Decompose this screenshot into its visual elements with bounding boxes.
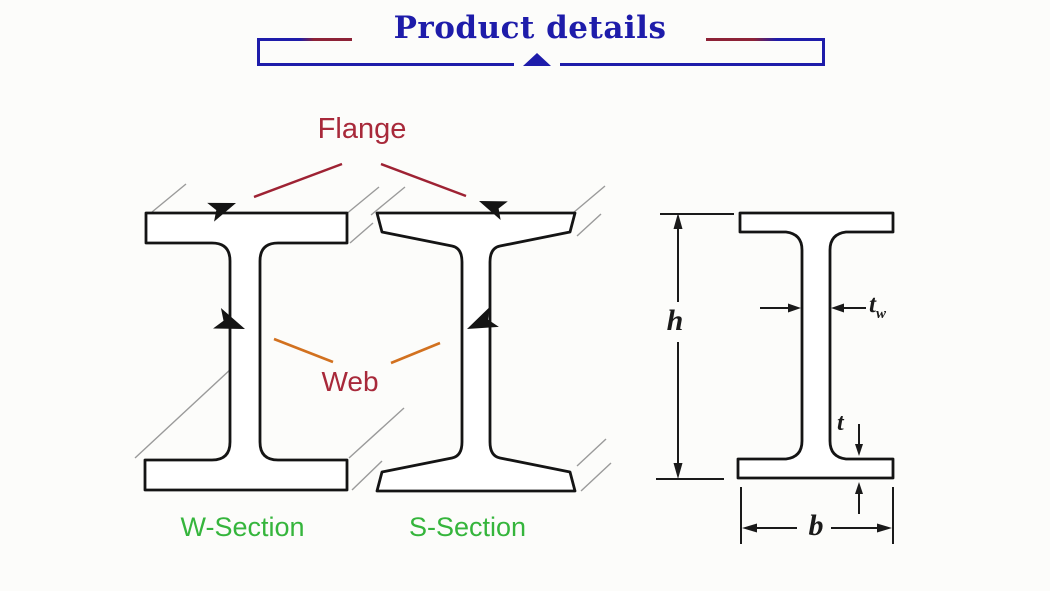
h-dimension-label: h [666,304,684,337]
perspective-lines [134,183,612,492]
b-dimension-label: b [808,509,824,542]
s-section-label: S-Section [408,512,527,542]
arrowhead-icon [207,202,236,222]
t-dimension-label: t [837,410,844,436]
w-section-label: W-Section [180,512,305,542]
s-section-shape [375,211,577,493]
header-frame-right [822,38,825,66]
arrowhead-icon [855,444,863,456]
dimensioned-section-shape [736,211,895,480]
arrowhead-icon [213,307,245,329]
t-dimension [855,424,863,514]
b-dimension [740,487,894,544]
flange-label: Flange [317,113,407,145]
h-dimension [656,213,734,480]
tw-dimension [760,303,866,313]
arrowhead-icon [788,303,801,313]
tw-dimension-sub: w [875,306,886,322]
w-section-outline [143,211,349,492]
s-section-outline [375,211,577,493]
header-frame-top-right [706,38,825,41]
dimensioned-section-outline [736,211,895,480]
web-arrows [213,306,499,365]
arrowhead-icon [877,523,892,533]
web-label: Web [321,366,379,397]
header-frame-left [257,38,260,66]
arrowhead-icon [855,482,863,494]
tw-dimension-main: t [869,291,876,318]
triangle-up-icon [523,53,551,66]
arrowhead-icon [479,201,508,221]
arrowhead-icon [467,306,499,329]
page-title: Product details [393,10,667,46]
arrowhead-icon [742,523,757,533]
tw-dimension-label: tw [869,291,886,323]
arrowhead-icon [673,463,683,479]
arrowhead-icon [673,213,683,229]
arrowhead-icon [831,303,844,313]
header-frame-top-left [257,38,352,41]
flange-arrows [207,162,508,222]
w-section-shape [143,211,349,492]
